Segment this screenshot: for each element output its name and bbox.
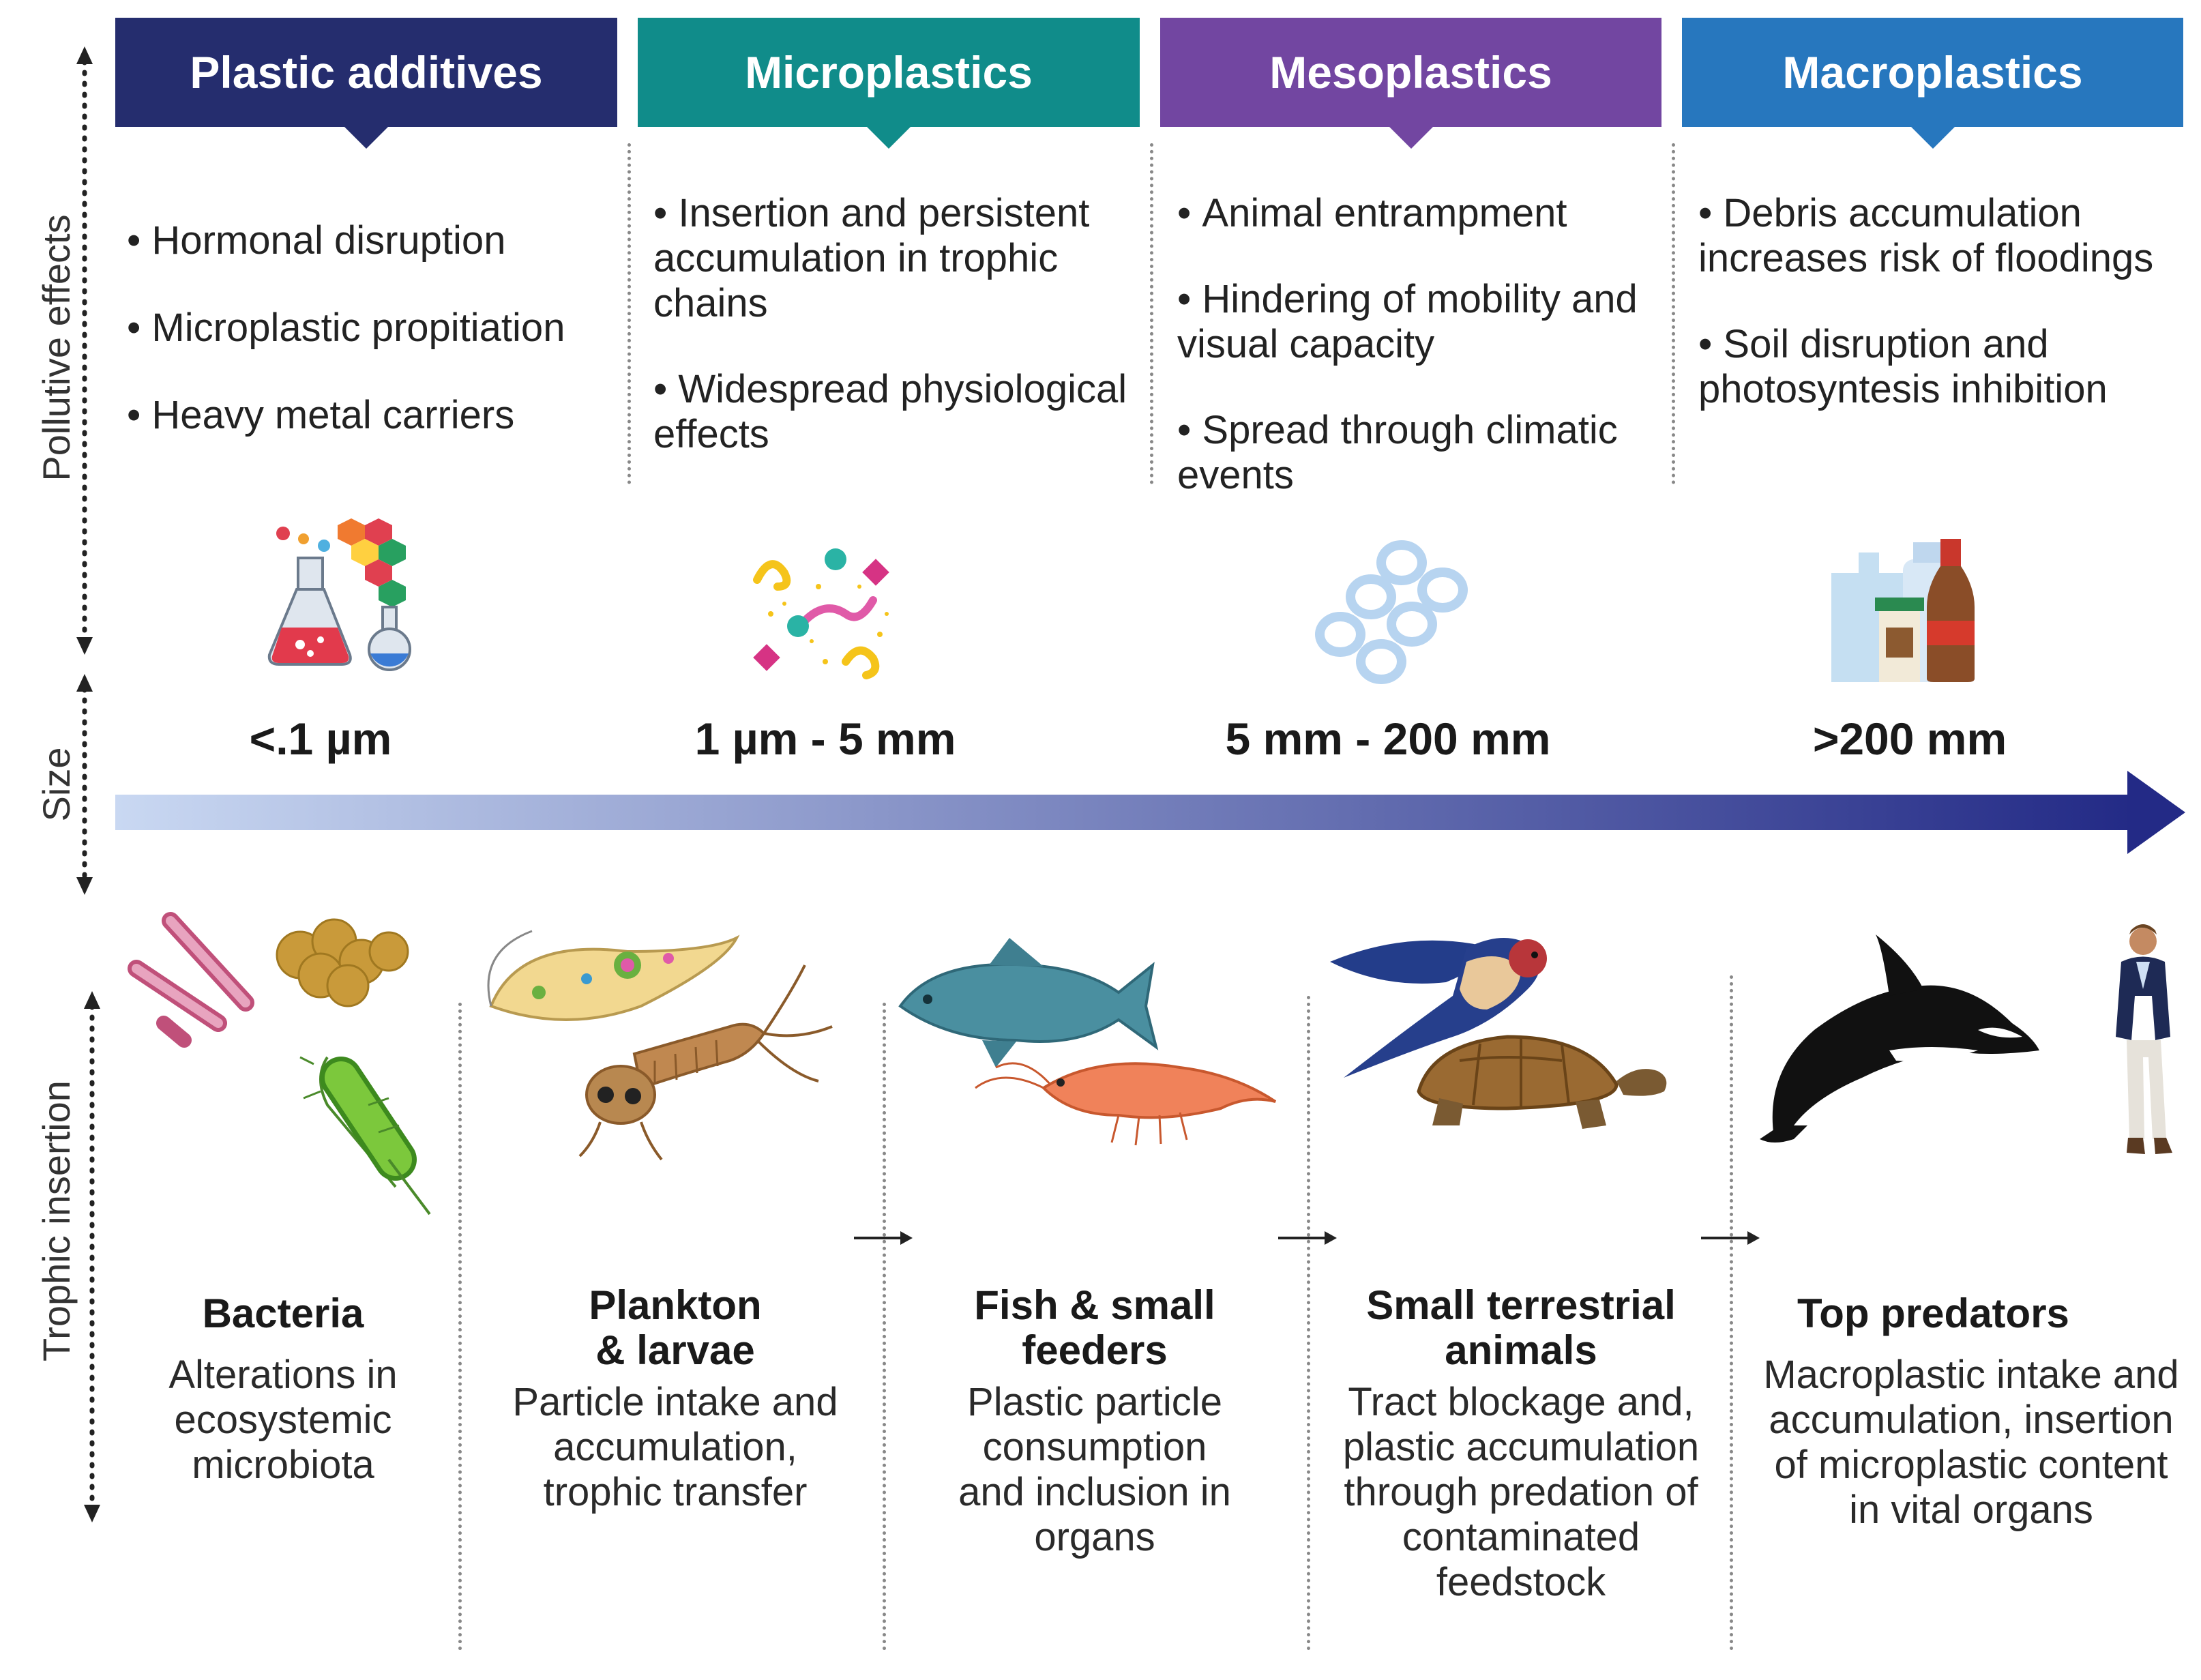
trophic-group-bacteria: Bacteria Alterations in ecosystemic micr… [126,1291,440,1488]
trophic-group-fish: Fish & small feeders Plastic particle co… [904,1283,1286,1560]
trophic-group-top-predators: Top predators Macroplastic intake and ac… [1749,1291,2193,1533]
axis-label-trophic: Trophic insertion [35,1080,78,1361]
separator-bottom-3 [1307,996,1310,1651]
trophic-group-title: Fish & small feeders [974,1282,1215,1373]
effect-item: Insertion and persistent accumulation in… [653,191,1131,326]
flow-arrow-1 [854,1231,913,1245]
header-macroplastics: Macroplastics [1682,18,2183,127]
size-gradient-arrow [115,771,2185,854]
chemistry-flask-icon [267,518,411,671]
bacteria-icon [128,912,431,1215]
size-label-microplastics: 1 µm - 5 mm [694,713,956,764]
effect-item: Hindering of mobility and visual capacit… [1177,277,1655,367]
effects-list-microplastics: Insertion and persistent accumulation in… [653,191,1131,498]
fish-shrimp-icon [898,938,1277,1146]
effect-item: Soil disruption and photosyntesis inhibi… [1698,322,2176,412]
trophic-group-description: Particle intake and accumulation, trophi… [512,1380,838,1514]
trophic-group-title: Plankton & larvae [589,1282,762,1373]
trophic-group-plankton: Plankton & larvae Particle intake and ac… [481,1283,870,1515]
separator-bottom-2 [883,1003,886,1651]
plankton-larvae-icon [487,930,833,1161]
separator-top-2 [1150,143,1153,484]
effects-list-plastic-additives: Hormonal disruption Microplastic propiti… [127,218,618,480]
header-mesoplastics: Mesoplastics [1160,18,1661,127]
effects-list-mesoplastics: Animal entrampment Hindering of mobility… [1177,191,1655,539]
separator-top-1 [627,143,631,484]
separator-bottom-4 [1730,975,1733,1651]
trophic-group-title: Small terrestrial animals [1366,1282,1676,1373]
axis-label-pollutive: Pollutive effects [35,214,78,482]
microplastic-particles-icon [753,548,889,679]
size-label-plastic-additives: <.1 µm [249,713,392,764]
effect-item: Widespread physiological effects [653,367,1131,457]
effect-item: Hormonal disruption [127,218,618,263]
flow-arrow-2 [1278,1231,1337,1245]
axis-label-size: Size [35,747,78,822]
effect-item: Spread through climatic events [1177,408,1655,498]
six-pack-ring-icon [1315,540,1468,684]
effect-item: Microplastic propitiation [127,306,618,351]
trophic-group-description: Macroplastic intake and accumulation, in… [1763,1353,2179,1532]
size-label-mesoplastics: 5 mm - 200 mm [1225,713,1551,764]
size-label-macroplastics: >200 mm [1812,713,2007,764]
effect-item: Heavy metal carriers [127,393,618,438]
effect-item: Debris accumulation increases risk of fl… [1698,191,2176,281]
orca-human-icon [1760,924,2172,1154]
trophic-group-description: Plastic particle consumption and inclusi… [958,1380,1231,1559]
header-plastic-additives: Plastic additives [115,18,617,127]
separator-top-3 [1672,143,1675,484]
axes-arrows [76,46,100,1522]
bird-turtle-icon [1330,938,1667,1129]
trophic-group-description: Alterations in ecosystemic microbiota [168,1353,398,1487]
effects-list-macroplastics: Debris accumulation increases risk of fl… [1698,191,2176,453]
trophic-group-description: Tract blockage and, plastic accumulation… [1342,1380,1700,1604]
effect-item: Animal entrampment [1177,191,1655,236]
flow-arrow-3 [1701,1231,1760,1245]
plastic-bottles-icon [1831,539,1975,682]
trophic-group-title: Top predators [1797,1291,2069,1336]
separator-bottom-1 [458,1003,462,1651]
trophic-group-terrestrial: Small terrestrial animals Tract blockage… [1323,1283,1719,1605]
trophic-group-title: Bacteria [202,1291,364,1336]
header-microplastics: Microplastics [638,18,1140,127]
